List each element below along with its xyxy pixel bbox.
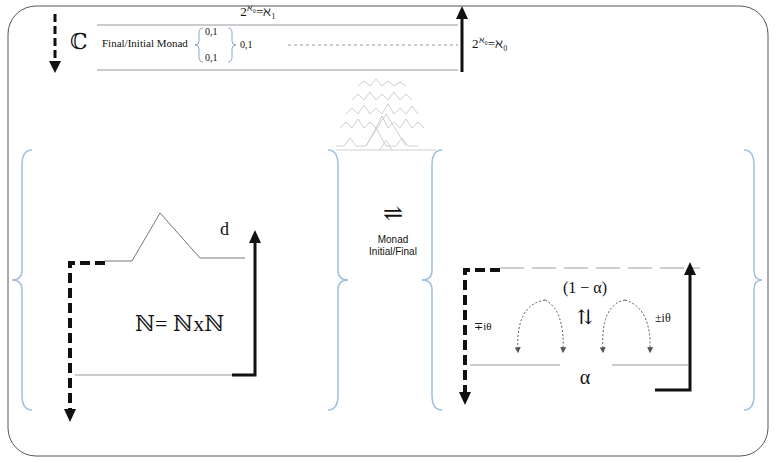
solid-arrow [461, 18, 464, 72]
top-line [97, 25, 458, 26]
monad-label: Initial/Final [369, 246, 417, 257]
curved-arrows [518, 300, 650, 352]
fractal-curve [336, 114, 418, 146]
fractal-curve [336, 140, 436, 150]
curved-arrow [518, 300, 545, 352]
fractal-curve [352, 92, 412, 100]
curved-arrow [603, 300, 625, 352]
arrow-head [249, 230, 261, 243]
koch-fractal [336, 79, 436, 150]
arrow-head [64, 409, 76, 422]
fractal-curve [358, 79, 406, 86]
dashed-line [500, 268, 700, 269]
math-symbol: ℂ [70, 30, 88, 54]
arrow-head [456, 6, 468, 19]
binary-value: 0,1 [205, 52, 218, 63]
curly-brace [12, 150, 32, 410]
curly-brace [328, 150, 348, 410]
bottom-line [612, 365, 688, 366]
binary-value: 0,1 [240, 39, 253, 50]
curved-arrow [545, 300, 563, 352]
solid-arrow [232, 242, 255, 375]
bottom-line [97, 70, 458, 71]
monad-label: Monad [378, 234, 409, 245]
fractal-curve [340, 116, 424, 128]
dashed-arrow [54, 14, 57, 62]
outer-frame [8, 6, 768, 456]
curly-brace [422, 150, 442, 410]
curly-brace [744, 150, 762, 410]
curved-arrow [625, 300, 650, 352]
arrow-head [684, 262, 696, 275]
arrow-head [49, 61, 61, 73]
monad-label: Final/Initial Monad [102, 37, 188, 49]
dimension-label: d [220, 220, 229, 240]
bottom-line [470, 365, 560, 366]
peak-line [105, 213, 245, 261]
math-expression: 2ℵ₀=ℵ₀ [472, 37, 508, 51]
small-brace [195, 28, 203, 62]
math-expression: 2ℵ₀=ℵ₁ [240, 5, 276, 19]
math-symbol: α [580, 366, 590, 388]
small-brace [228, 28, 236, 62]
math-expression: ℕ= ℕxℕ [135, 312, 224, 336]
exchange-symbol: ⇅ [577, 306, 594, 328]
arrow-head [459, 392, 471, 405]
dashed-arrow [70, 263, 105, 410]
solid-arrow [655, 274, 690, 390]
phase-label: ∓iθ [474, 320, 492, 332]
equilibrium-symbol: ⇌ [383, 200, 403, 226]
fractal-curve [346, 104, 418, 114]
dotted-line [288, 45, 458, 46]
bottom-line [75, 375, 232, 376]
dashed-arrow [465, 270, 500, 393]
math-expression: (1 − α) [563, 279, 607, 297]
phase-label: ±iθ [655, 312, 671, 325]
binary-value: 0,1 [205, 26, 218, 37]
